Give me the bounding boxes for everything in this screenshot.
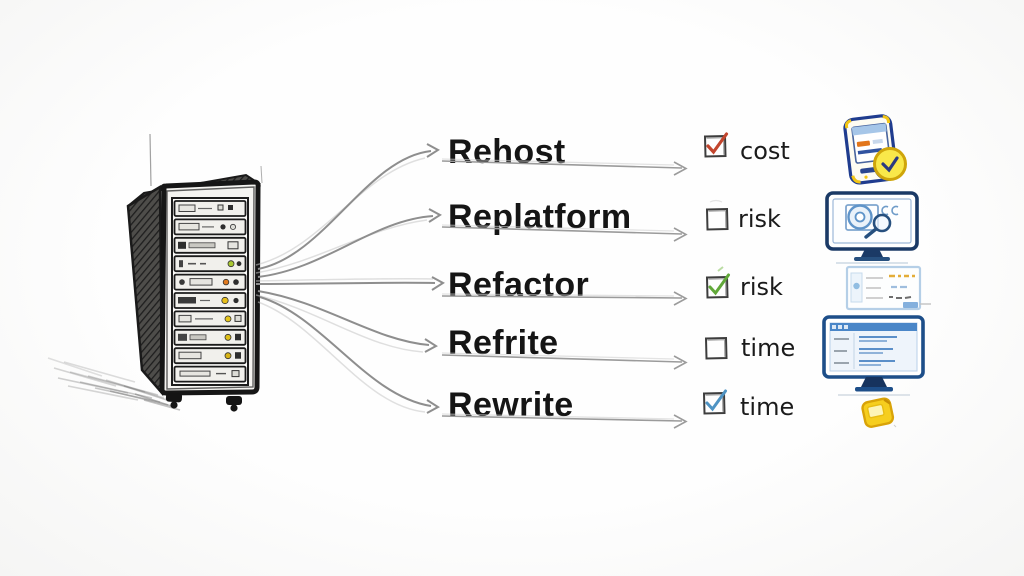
- handheld-device-clock-icon: [843, 114, 907, 185]
- checkbox-time-empty[interactable]: [703, 335, 729, 361]
- checkmark: [708, 273, 730, 296]
- checkbox-cost[interactable]: [702, 132, 729, 159]
- server-rack-units: [173, 200, 247, 383]
- checkbox-time-checked[interactable]: [701, 389, 727, 416]
- row-arrow-rewrite: [441, 413, 688, 429]
- server-casters: [165, 392, 242, 412]
- checkbox-risk-empty[interactable]: [704, 199, 730, 232]
- row-arrow-rehost: [441, 158, 688, 176]
- metric-label-risk: risk: [738, 205, 781, 233]
- monitor-list-icon: [822, 315, 925, 396]
- metric-label-time: time: [741, 334, 796, 362]
- fan-arrows: [255, 143, 445, 414]
- checkmark: [706, 132, 729, 155]
- row-arrow-refrite: [441, 352, 688, 370]
- monitor-magnifier-icon: [825, 191, 919, 264]
- metric-label-cost: cost: [740, 137, 790, 165]
- row-arrow-replatform: [441, 224, 688, 242]
- checkbox-risk-checked[interactable]: [704, 266, 730, 300]
- server-rack-sketch: [47, 133, 263, 412]
- yellow-tag-icon: [861, 397, 897, 428]
- dialog-window-icon: [845, 265, 931, 311]
- metric-label-time2: time: [740, 393, 795, 421]
- metric-label-risk2: risk: [740, 273, 783, 301]
- checkmark: [705, 389, 727, 412]
- row-arrow-refactor: [441, 291, 688, 306]
